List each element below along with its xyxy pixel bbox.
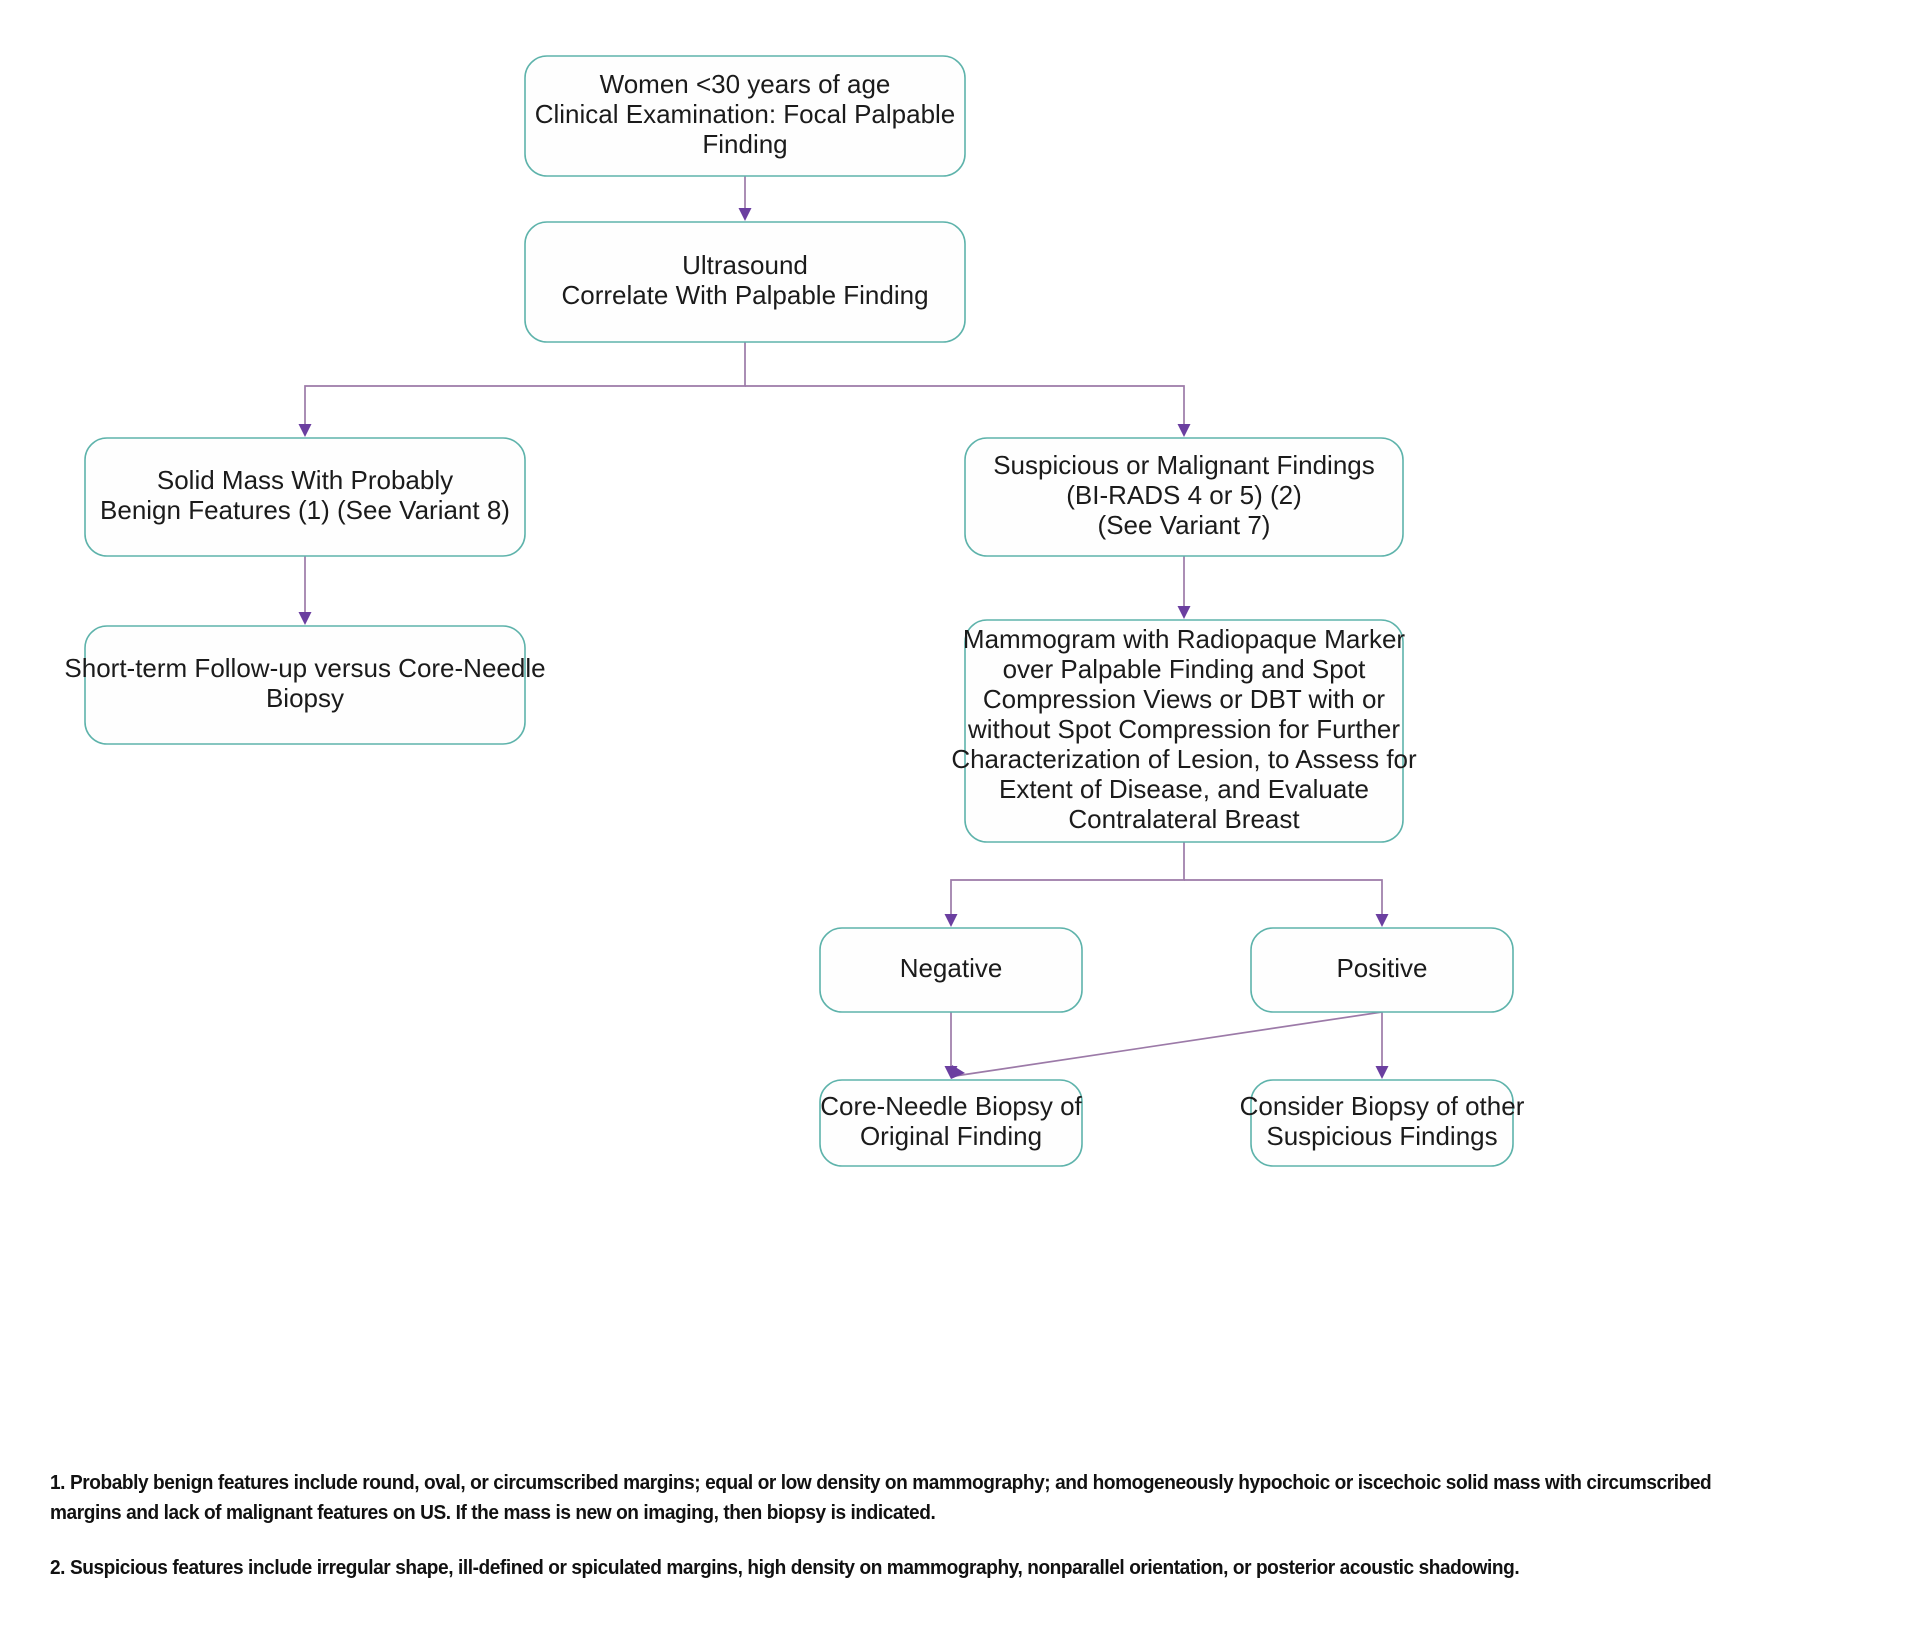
node-mammogram-radiopaque-marker-line-4: without Spot Compression for Further xyxy=(967,714,1400,744)
node-women-under-30-line-2: Clinical Examination: Focal Palpable xyxy=(535,99,956,129)
node-suspicious-malignant-label: Suspicious or Malignant Findings(BI-RADS… xyxy=(993,450,1375,540)
node-core-needle-biopsy-original-line-2: Original Finding xyxy=(860,1121,1042,1151)
edge-n3-n5-arrowhead-icon xyxy=(298,612,312,625)
node-positive-shape xyxy=(1250,927,1514,1013)
node-suspicious-malignant-line-3: (See Variant 7) xyxy=(1098,510,1271,540)
edges-layer xyxy=(298,176,1389,1079)
node-short-term-followup-line-2: Biopsy xyxy=(266,683,344,713)
node-ultrasound-shape xyxy=(524,221,966,343)
edge-n6-split-left xyxy=(950,842,1185,920)
node-negative-shape xyxy=(819,927,1083,1013)
node-positive[interactable]: Positive xyxy=(1250,927,1514,1013)
node-mammogram-radiopaque-marker-line-6: Extent of Disease, and Evaluate xyxy=(999,774,1369,804)
node-positive-line-1: Positive xyxy=(1336,953,1427,983)
node-solid-mass-benign-line-2: Benign Features (1) (See Variant 8) xyxy=(100,495,510,525)
node-negative-label: Negative xyxy=(900,953,1003,983)
node-women-under-30-line-1: Women <30 years of age xyxy=(600,69,891,99)
node-solid-mass-benign-line-1: Solid Mass With Probably xyxy=(157,465,453,495)
node-mammogram-radiopaque-marker-line-3: Compression Views or DBT with or xyxy=(983,684,1386,714)
node-positive-label: Positive xyxy=(1336,953,1427,983)
footnote-2: 2. Suspicious features include irregular… xyxy=(50,1556,1520,1580)
edge-n8-n9-diagonal-arrowhead-icon xyxy=(951,1065,965,1079)
node-mammogram-radiopaque-marker-line-2: over Palpable Finding and Spot xyxy=(1003,654,1367,684)
node-solid-mass-benign-shape xyxy=(84,437,526,557)
node-mammogram-radiopaque-marker-shape xyxy=(964,619,1404,843)
node-consider-biopsy-other-shape xyxy=(1250,1079,1514,1167)
node-core-needle-biopsy-original-shape xyxy=(819,1079,1083,1167)
node-negative-line-1: Negative xyxy=(900,953,1003,983)
node-short-term-followup-shape xyxy=(84,625,526,745)
edge-n2-split-right xyxy=(745,385,1185,430)
node-suspicious-malignant-shape xyxy=(964,437,1404,557)
footnotes-block: 1. Probably benign features include roun… xyxy=(50,1468,1890,1609)
node-suspicious-malignant[interactable]: Suspicious or Malignant Findings(BI-RADS… xyxy=(964,437,1404,557)
node-suspicious-malignant-line-1: Suspicious or Malignant Findings xyxy=(993,450,1375,480)
node-ultrasound-line-2: Correlate With Palpable Finding xyxy=(561,280,928,310)
node-consider-biopsy-other-line-2: Suspicious Findings xyxy=(1266,1121,1497,1151)
node-short-term-followup-line-1: Short-term Follow-up versus Core-Needle xyxy=(64,653,545,683)
edge-n6-split-left-arrowhead-icon xyxy=(944,914,958,927)
node-ultrasound-line-1: Ultrasound xyxy=(682,250,808,280)
edge-n6-split-right-arrowhead-icon xyxy=(1375,914,1389,927)
edge-n2-split-right-arrowhead-icon xyxy=(1177,424,1191,437)
node-women-under-30-shape xyxy=(524,55,966,177)
edge-n1-n2-arrowhead-icon xyxy=(738,208,752,221)
edge-n2-split-left xyxy=(304,342,746,430)
node-women-under-30-line-3: Finding xyxy=(702,129,787,159)
node-core-needle-biopsy-original-line-1: Core-Needle Biopsy of xyxy=(820,1091,1082,1121)
edge-n4-n6-arrowhead-icon xyxy=(1177,606,1191,619)
node-mammogram-radiopaque-marker-line-7: Contralateral Breast xyxy=(1068,804,1300,834)
node-consider-biopsy-other-line-1: Consider Biopsy of other xyxy=(1240,1091,1525,1121)
edge-n6-split-right xyxy=(1184,879,1383,920)
edge-n8-n9-diagonal xyxy=(954,1011,1383,1077)
node-suspicious-malignant-line-2: (BI-RADS 4 or 5) (2) xyxy=(1066,480,1302,510)
node-mammogram-radiopaque-marker-line-5: Characterization of Lesion, to Assess fo… xyxy=(951,744,1417,774)
edge-n2-split-left-arrowhead-icon xyxy=(298,424,312,437)
edge-n8-n10-arrowhead-icon xyxy=(1375,1066,1389,1079)
node-mammogram-radiopaque-marker-line-1: Mammogram with Radiopaque Marker xyxy=(963,624,1406,654)
node-negative[interactable]: Negative xyxy=(819,927,1083,1013)
footnote-1: 1. Probably benign features include roun… xyxy=(50,1471,1712,1524)
